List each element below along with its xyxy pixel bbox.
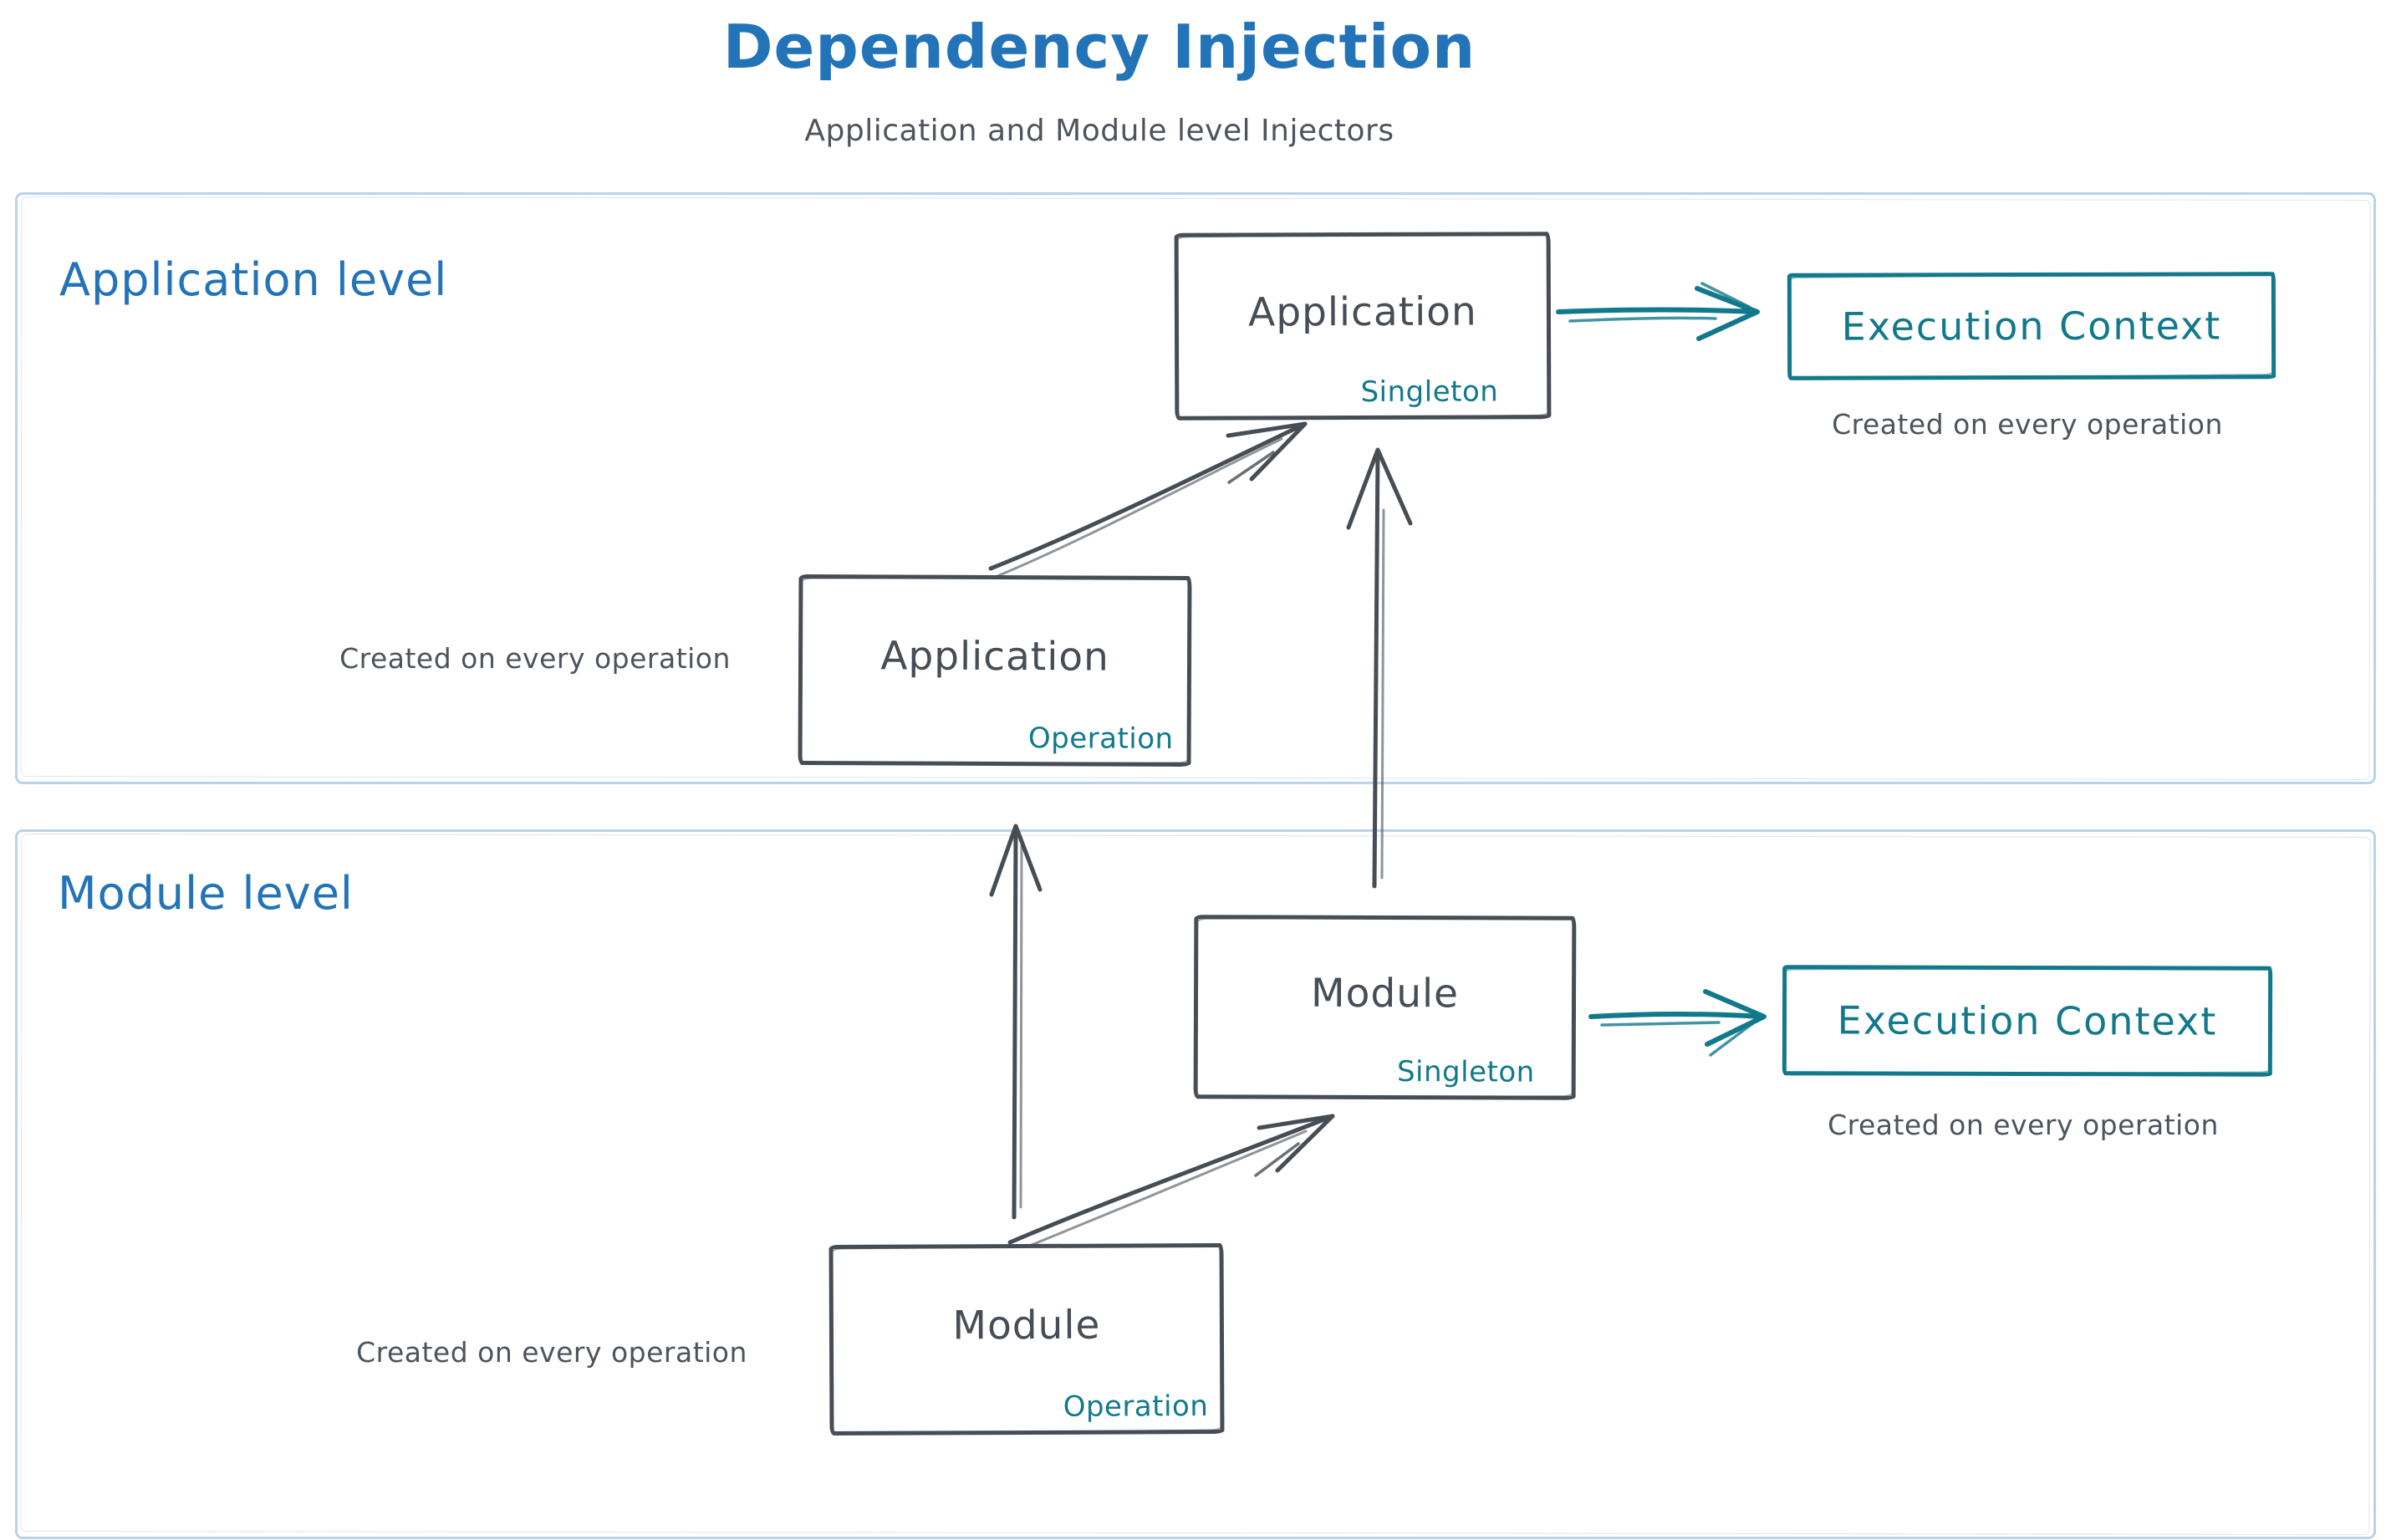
diagram-title: Dependency Injection	[722, 12, 1476, 82]
module-execution-context-box: Execution Context	[1782, 965, 2273, 1077]
box-scope-label: Operation	[1063, 1390, 1209, 1424]
module-singleton-box: Module Singleton	[1193, 915, 1577, 1100]
module-operation-caption: Created on every operation	[356, 1336, 747, 1369]
box-title: Application	[1248, 288, 1477, 335]
module-execution-context-caption: Created on every operation	[1828, 1109, 2219, 1141]
application-operation-caption: Created on every operation	[339, 642, 731, 675]
execution-context-label: Execution Context	[1841, 303, 2222, 349]
application-level-label: Application level	[59, 253, 448, 306]
box-title: Module	[952, 1302, 1101, 1349]
application-operation-box: Application Operation	[798, 574, 1192, 767]
box-scope-label: Singleton	[1396, 1055, 1535, 1089]
box-title: Application	[880, 632, 1109, 681]
box-scope-label: Singleton	[1360, 375, 1499, 410]
module-level-label: Module level	[58, 867, 354, 920]
application-execution-context-box: Execution Context	[1787, 272, 2276, 380]
execution-context-label: Execution Context	[1837, 997, 2218, 1044]
application-execution-context-caption: Created on every operation	[1832, 408, 2223, 441]
box-scope-label: Operation	[1027, 722, 1174, 756]
module-operation-box: Module Operation	[828, 1242, 1225, 1436]
diagram-subtitle: Application and Module level Injectors	[804, 114, 1394, 148]
application-singleton-box: Application Singleton	[1174, 232, 1552, 421]
box-title: Module	[1311, 970, 1460, 1017]
